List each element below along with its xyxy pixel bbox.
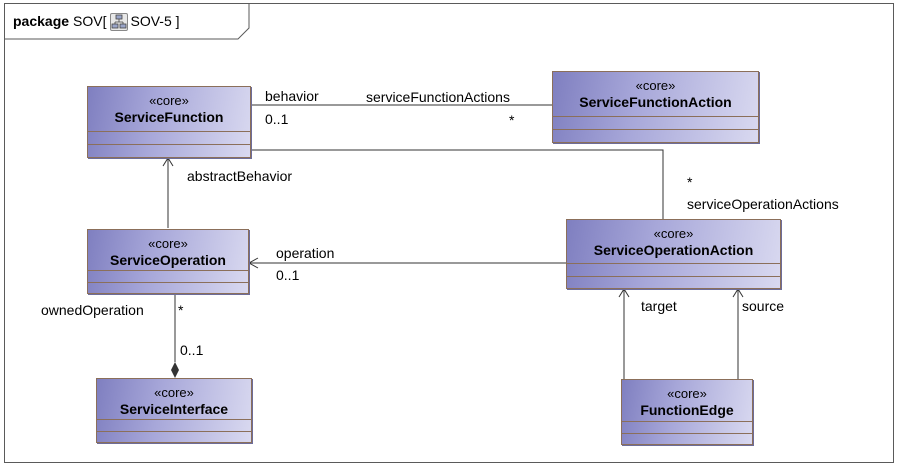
attributes-compartment — [622, 421, 752, 422]
abstract-behavior-arrowhead — [162, 157, 174, 167]
owned-operation-multiplicity: * — [178, 302, 184, 318]
service-operation-actions-line — [252, 149, 664, 219]
service-operation-actions-role-label: serviceOperationActions — [687, 196, 839, 212]
class-service-function[interactable]: «core» ServiceFunction — [87, 86, 251, 158]
class-name: ServiceOperation — [110, 252, 226, 268]
operations-compartment — [97, 431, 251, 432]
service-function-actions-role-label: serviceFunctionActions — [366, 89, 510, 105]
operation-arrowhead — [247, 257, 259, 269]
class-name: FunctionEdge — [640, 402, 734, 418]
stereotype-label: «core» — [149, 93, 189, 108]
attributes-compartment — [88, 270, 248, 271]
class-service-interface[interactable]: «core» ServiceInterface — [96, 378, 252, 443]
class-name: ServiceFunction — [114, 109, 224, 125]
operation-role-label: operation — [276, 245, 335, 261]
operation-multiplicity: 0..1 — [276, 267, 300, 283]
frame-diagram-name: SOV-5 — [130, 13, 172, 29]
class-service-operation[interactable]: «core» ServiceOperation — [87, 229, 249, 294]
service-function-actions-multiplicity: * — [509, 112, 515, 128]
source-arrowhead — [732, 288, 744, 298]
abstract-behavior-role-label: abstractBehavior — [187, 168, 293, 184]
stereotype-label: «core» — [653, 226, 694, 241]
frame-bracket-close: ] — [175, 13, 180, 29]
stereotype-label: «core» — [154, 385, 194, 400]
frame-bracket-open: [ — [102, 13, 107, 29]
attributes-compartment — [553, 116, 758, 117]
attributes-compartment — [567, 263, 780, 264]
operations-compartment — [622, 433, 752, 434]
attributes-compartment — [88, 131, 250, 132]
class-service-operation-action[interactable]: «core» ServiceOperationAction — [566, 219, 781, 289]
operations-compartment — [88, 144, 250, 145]
behavior-multiplicity: 0..1 — [265, 111, 289, 127]
owned-operation-composition-diamond — [171, 362, 179, 378]
class-name: ServiceInterface — [119, 401, 229, 417]
frame-package-name: SOV — [73, 13, 103, 29]
source-role-label: source — [742, 298, 785, 314]
operations-compartment — [553, 129, 758, 130]
stereotype-label: «core» — [148, 236, 188, 251]
operations-compartment — [88, 282, 248, 283]
class-diagram-icon — [109, 13, 128, 31]
target-arrowhead — [618, 288, 630, 298]
owned-operation-role-label: ownedOperation — [41, 302, 144, 318]
interface-multiplicity: 0..1 — [180, 342, 204, 358]
attributes-compartment — [97, 419, 251, 420]
stereotype-label: «core» — [667, 386, 707, 401]
frame-tab-outline — [4, 3, 250, 40]
class-name: ServiceFunctionAction — [579, 94, 732, 110]
target-role-label: target — [641, 298, 677, 314]
stereotype-label: «core» — [635, 78, 676, 93]
diagram-frame — [4, 3, 894, 463]
class-name: ServiceOperationAction — [593, 242, 754, 258]
operations-compartment — [567, 276, 780, 277]
frame-keyword: package — [13, 13, 70, 29]
class-function-edge[interactable]: «core» FunctionEdge — [621, 379, 753, 445]
class-service-function-action[interactable]: «core» ServiceFunctionAction — [552, 71, 759, 143]
service-operation-actions-multiplicity: * — [687, 174, 693, 190]
behavior-role-label: behavior — [265, 88, 319, 104]
